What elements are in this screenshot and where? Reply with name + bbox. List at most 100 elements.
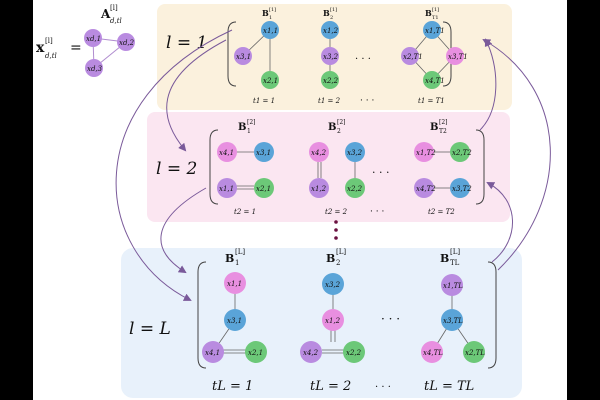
layer-L-t-label-1: tL = 1: [212, 379, 253, 394]
graph-node: [441, 309, 463, 331]
graph-node: [254, 178, 274, 198]
layer-1-graph-3: x1,T1 x2,T1 x3,T1 x4,T1: [401, 21, 468, 89]
graph-node: [401, 47, 419, 65]
node-label: x3,T1: [448, 53, 468, 61]
graph-node: [343, 341, 365, 363]
layer-2-ellipsis-2: · · ·: [370, 207, 384, 217]
layer-2-t-label-3: t2 = T2: [428, 208, 455, 216]
legend-a-sub: d,tl: [110, 17, 122, 25]
layer-1-t-label-2: t1 = 2: [318, 97, 341, 105]
layer-2-graph-2: x4,2 x3,2 x1,2 x2,2: [309, 142, 365, 198]
graph-node: [224, 309, 246, 331]
node-label: x3,2: [325, 281, 341, 289]
legend-a-base: A: [100, 7, 111, 21]
graph-node: [217, 178, 237, 198]
node-label: x1,TL: [443, 282, 463, 290]
legend-node-3: [85, 59, 103, 77]
graph-node: [217, 142, 237, 162]
legend-equals: =: [70, 40, 82, 56]
node-label: x4,1: [205, 349, 220, 357]
arrow-layerL-return-2: [482, 38, 551, 271]
node-label: x1,2: [311, 185, 327, 193]
graph-node: [224, 272, 246, 294]
graph-node: [345, 178, 365, 198]
node-label: x3,1: [256, 149, 271, 157]
layer-2-b-sub-2: 2: [337, 128, 341, 135]
layer-L-left-bracket: [197, 261, 207, 369]
graph-node: [261, 71, 279, 89]
layer-L-ellipsis-1: · · ·: [381, 312, 400, 326]
layer-1-b-label-1: B: [262, 8, 269, 18]
legend-x-symbol: x [l] d,tl =: [36, 37, 82, 60]
layer-L-b-sub-2: 2: [336, 259, 340, 267]
arrow-layer1-to-layerL: [115, 29, 233, 301]
node-label: x3,TL: [443, 317, 463, 325]
graph-node: [414, 178, 434, 198]
legend-graph: xd,1 xd,2 xd,3: [84, 29, 135, 77]
graph-node: [421, 341, 443, 363]
graph-node: [202, 341, 224, 363]
layer-L-b-sup-2: [L]: [336, 248, 346, 256]
layer-2-b-sub-1: 1: [247, 128, 251, 135]
vertical-dot: [334, 220, 338, 224]
right-black-band: [567, 0, 600, 400]
layer-2-label: l = 2: [156, 159, 197, 179]
layer-1-t-label-3: t1 = T1: [418, 97, 445, 105]
layer-1-b-sub-3: T1: [432, 15, 439, 21]
layer-2-t-label-2: t2 = 2: [325, 208, 348, 216]
layer-L-b-label-1: B: [225, 252, 234, 265]
layer-2-b-label-2: B: [328, 122, 336, 133]
legend-node-1-label: xd,1: [86, 35, 101, 43]
layer-L-graph-3: x1,TL x3,TL x4,TL x2,TL: [421, 274, 485, 363]
graph-node: [441, 274, 463, 296]
node-label: x1,1: [227, 280, 242, 288]
node-label: x4,2: [303, 349, 319, 357]
node-label: x4,T2: [416, 185, 436, 193]
layer-1-ellipsis-1: · · ·: [355, 54, 371, 65]
legend-node-1: [84, 29, 102, 47]
graph-node: [450, 178, 470, 198]
layer-1-graph-1: x1,1 x3,1 x2,1: [234, 21, 279, 89]
arrow-layer2-return: [479, 38, 497, 131]
layer-2-ellipsis-1: · · ·: [372, 166, 389, 179]
layer-L-graph-2: x3,2 x1,2 x4,2 x2,2: [300, 273, 365, 363]
layer-1-b-label-3: B: [425, 8, 432, 18]
layer-2-b-sup-2: [2]: [337, 119, 346, 126]
graph-node: [309, 142, 329, 162]
node-label: x2,1: [263, 77, 278, 85]
node-label: x2,2: [346, 349, 362, 357]
layer-L-b-sub-3: TL: [450, 259, 460, 267]
layer-2-b-label-3: B: [430, 122, 438, 133]
layer-2-graph-3: x1,T2 x2,T2 x4,T2 x3,T2: [414, 142, 472, 198]
graph-node: [321, 47, 339, 65]
layer-L-b-sup-1: [L]: [235, 248, 245, 256]
graph-node: [254, 142, 274, 162]
layer-1-graph-2: x1,2 x3,2 x2,2: [321, 21, 339, 89]
layer-2-b-label-1: B: [238, 122, 246, 133]
layer-1-b-sup-2: [1]: [330, 7, 337, 13]
node-label: x3,2: [347, 149, 363, 157]
graph-node: [321, 21, 339, 39]
layer-2-b-sup-3: [2]: [439, 119, 448, 126]
node-label: x4,1: [219, 149, 234, 157]
arrow-layer2-to-layerL: [160, 187, 207, 274]
graph-node: [321, 71, 339, 89]
node-label: x2,1: [248, 349, 263, 357]
arrow-layerL-return-1: [486, 182, 513, 263]
node-label: x2,T1: [403, 53, 423, 61]
layer-L-ellipsis-2: · · ·: [375, 382, 391, 393]
graph-node: [234, 47, 252, 65]
layer-1-b-sup-1: [1]: [269, 7, 276, 13]
node-label: x1,1: [219, 185, 234, 193]
legend-x-sub: d,tl: [45, 52, 57, 60]
node-label: x1,1: [263, 27, 278, 35]
layer-L-b-label-3: B: [440, 252, 449, 265]
layer-1-b-label-2: B: [323, 8, 330, 18]
layer-L-right-bracket: [487, 261, 497, 369]
layer-L-band: [121, 248, 522, 398]
left-black-band: [0, 0, 33, 400]
layer-L-b-label-2: B: [326, 252, 335, 265]
legend-node-3-label: xd,3: [87, 65, 103, 73]
